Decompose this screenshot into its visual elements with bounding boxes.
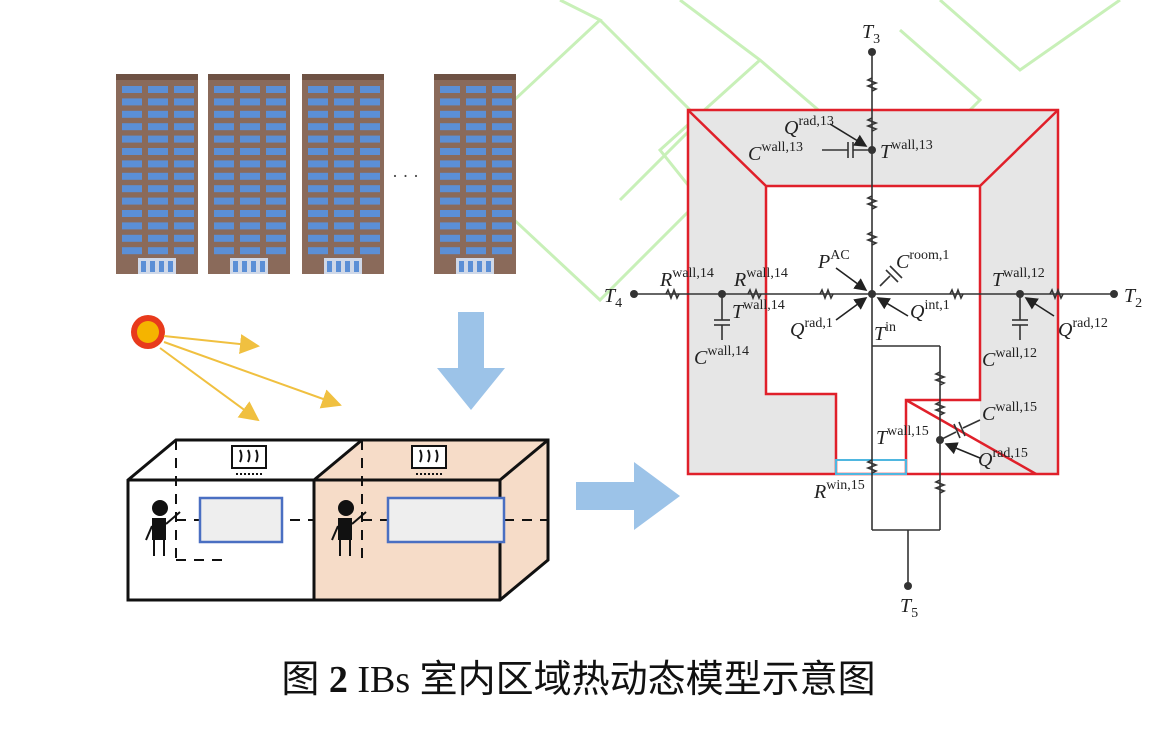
- node-t4: T4: [604, 285, 622, 311]
- label-tin: Tin: [874, 320, 896, 345]
- node-t5: T5: [900, 595, 918, 621]
- caption-number: 2: [328, 659, 348, 701]
- sun-rays: [159, 334, 342, 422]
- buildings-ellipsis: · · ·: [392, 166, 419, 186]
- thermal-network: T3 T2 T4 T5 Qrad,13 Twall,13 Cwall,13 Rw…: [604, 21, 1142, 621]
- building-icon: [302, 74, 384, 274]
- building-icon: [434, 74, 516, 274]
- building-icon: [208, 74, 290, 274]
- label-twall14: Twall,14: [732, 298, 785, 323]
- label-cwall12: Cwall,12: [982, 346, 1037, 371]
- label-rwin15: Rwin,15: [813, 478, 865, 503]
- label-qrad13: Qrad,13: [784, 114, 834, 139]
- room2-window: [386, 496, 506, 544]
- label-croom1: Croom,1: [896, 248, 949, 273]
- label-cwall14: Cwall,14: [694, 344, 749, 369]
- node-t2: T2: [1124, 285, 1142, 311]
- label-twall15: Twall,15: [876, 424, 929, 449]
- node-t3: T3: [862, 21, 880, 47]
- caption-prefix: 图: [281, 659, 320, 701]
- building-row: [116, 74, 516, 274]
- heater-icon: [411, 445, 447, 475]
- heater-icon: [231, 445, 267, 475]
- building-icon: [116, 74, 198, 274]
- label-qrad15: Qrad,15: [978, 446, 1028, 471]
- caption-title: IBs 室内区域热动态模型示意图: [357, 659, 876, 701]
- label-qrad12: Qrad,12: [1058, 316, 1108, 341]
- person-icon: [145, 500, 181, 556]
- label-twall13: Twall,13: [880, 138, 933, 163]
- label-qrad1: Qrad,1: [790, 316, 833, 341]
- label-cwall13: Cwall,13: [748, 140, 803, 165]
- sun-icon: [131, 315, 165, 349]
- person-icon: [331, 500, 367, 556]
- label-twall12: Twall,12: [992, 266, 1045, 291]
- label-rwall14-outer: Rwall,14: [659, 266, 714, 291]
- label-pac: PAC: [817, 248, 850, 273]
- label-rwall14-inner: Rwall,14: [733, 266, 788, 291]
- room1-window: [198, 496, 284, 544]
- label-cwall15: Cwall,15: [982, 400, 1037, 425]
- right-arrow-icon: [576, 462, 680, 530]
- label-qint1: Qint,1: [910, 298, 950, 323]
- figure-caption: 图 2 IBs 室内区域热动态模型示意图: [0, 648, 1157, 703]
- down-arrow-icon: [437, 312, 505, 410]
